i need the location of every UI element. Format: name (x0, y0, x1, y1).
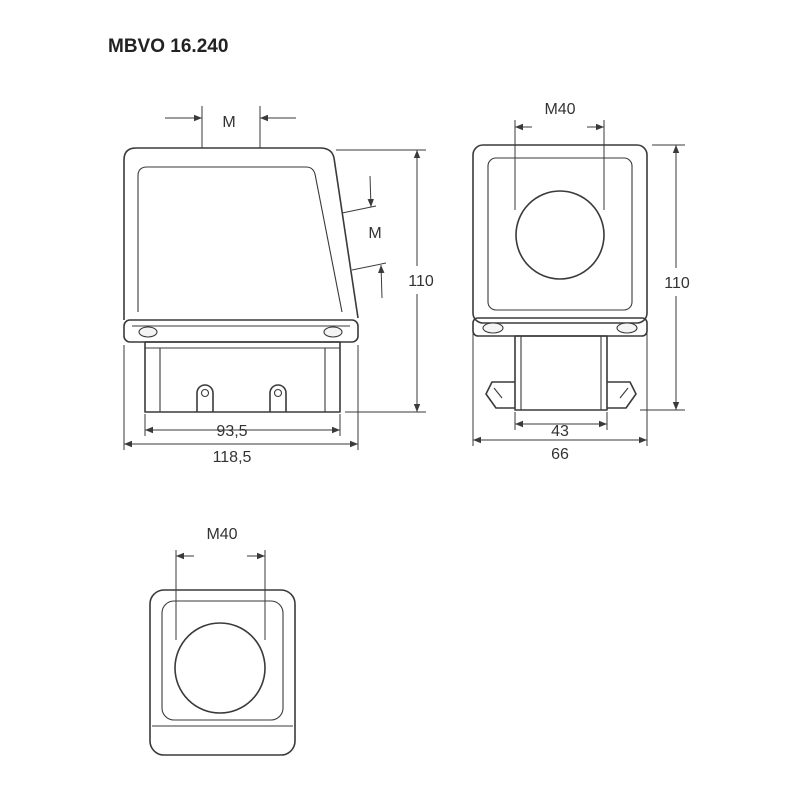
front-locking-peg-right (269, 384, 287, 412)
top-view: M40 (149, 526, 296, 756)
side-flange-screw-left (482, 322, 504, 334)
side-flange-screw-right (616, 322, 638, 334)
top-m40-label: M40 (206, 526, 237, 543)
side-height-label: 110 (664, 275, 690, 292)
front-side-m-arrow-lower (378, 264, 385, 299)
side-view: M40 110 43 66 (472, 101, 690, 463)
side-clamp-right-detail (619, 387, 629, 399)
front-flange-screw-right (323, 326, 343, 338)
front-outer-width-label: 118,5 (213, 449, 252, 466)
side-inner-width-label: 43 (551, 423, 569, 440)
front-base-block (144, 341, 341, 413)
front-flange-screw-left (138, 326, 158, 338)
side-housing-outline (472, 144, 648, 324)
front-view: M M 110 93,5 118,5 (123, 106, 434, 466)
side-clamp-left (485, 381, 515, 409)
front-flange (123, 319, 359, 343)
top-housing-outline (149, 589, 296, 756)
front-side-m-label: M (368, 225, 381, 242)
front-housing-outline (123, 147, 359, 320)
front-locking-peg-left (196, 384, 214, 412)
front-locking-peg-left-hole (200, 388, 210, 398)
front-inner-width-label: 93,5 (216, 423, 247, 440)
side-outer-width-label: 66 (551, 446, 569, 463)
front-locking-peg-right-hole (273, 388, 283, 398)
side-m40-label: M40 (544, 101, 575, 118)
side-base-block (514, 335, 608, 411)
front-side-m-extension-upper (341, 205, 377, 214)
drawing-title: MBVO 16.240 (108, 36, 228, 57)
front-top-m-label: M (222, 114, 235, 131)
front-side-m-extension-lower (351, 262, 387, 271)
side-clamp-left-detail (493, 387, 503, 399)
side-clamp-right (607, 381, 637, 409)
front-side-m-arrow-upper (367, 175, 374, 208)
top-cable-entry (174, 622, 266, 714)
front-height-label: 110 (408, 273, 434, 290)
side-cable-entry (515, 190, 605, 280)
front-housing-panel (137, 166, 343, 313)
side-housing-panel (487, 157, 633, 311)
top-housing-panel (161, 600, 284, 721)
